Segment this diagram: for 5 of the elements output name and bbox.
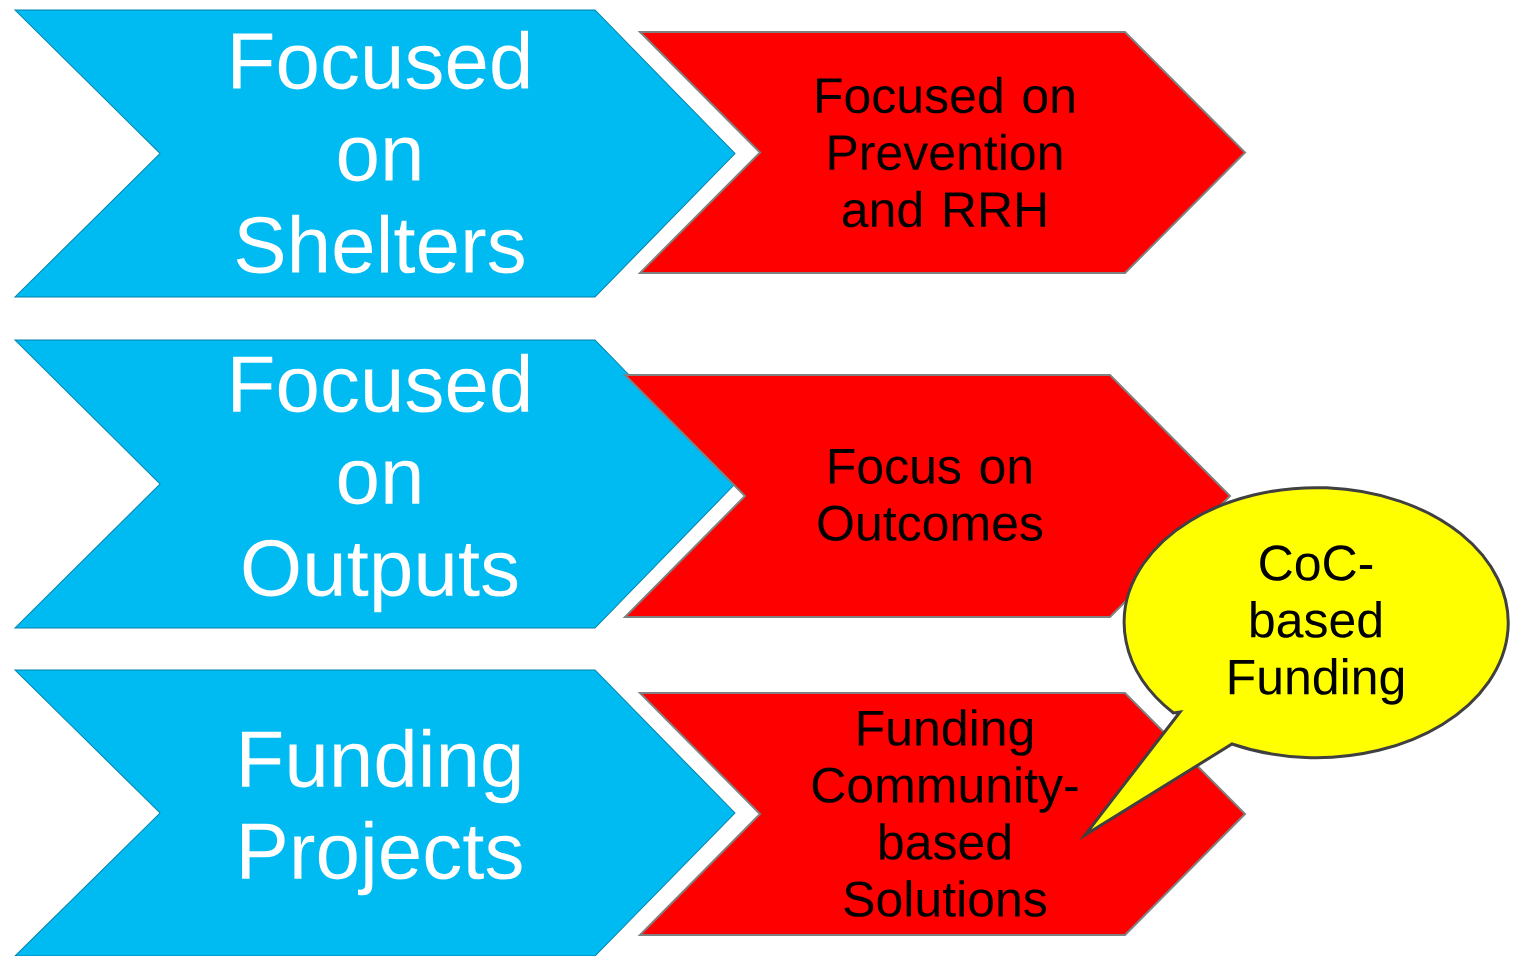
chevron-box: Focus on Outcomes [622, 374, 1232, 618]
chevron-box: Focused on Shelters [14, 9, 736, 298]
chevron-box: Funding Projects [14, 669, 736, 956]
chevron-box: Focused on Outputs [14, 339, 736, 629]
chevron-box: Focused on Prevention and RRH [637, 31, 1247, 274]
